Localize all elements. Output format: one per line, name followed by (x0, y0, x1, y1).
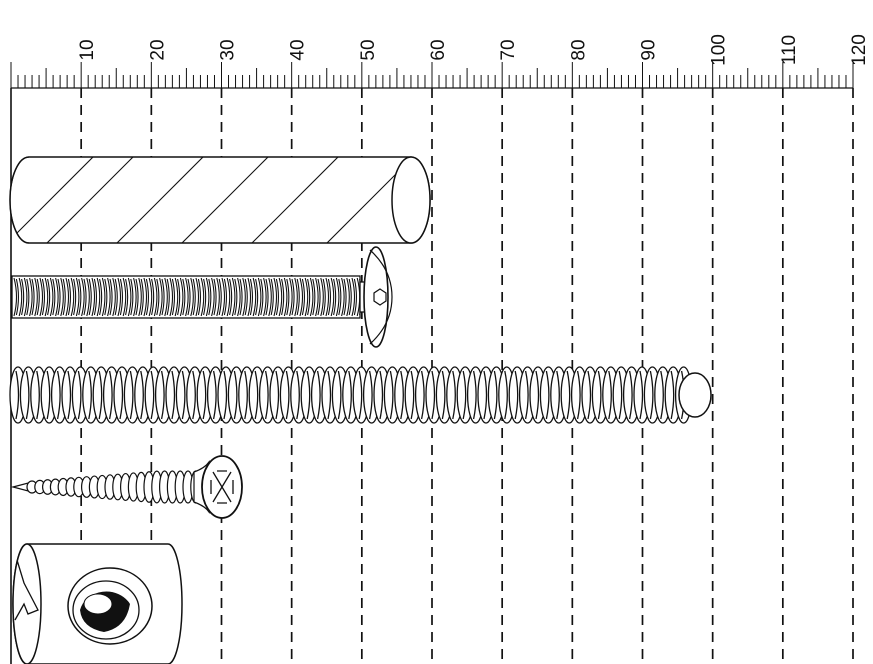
wooden-dowel-icon (9, 156, 431, 244)
ruler-label: 100 (709, 34, 730, 66)
ruler-label: 80 (568, 39, 589, 60)
ruler-label: 10 (77, 39, 98, 60)
ruler-label: 70 (498, 39, 519, 60)
ruler-ticks (10, 62, 854, 88)
ruler-label: 120 (849, 34, 870, 66)
ruler-label: 20 (147, 39, 168, 60)
ruler-label: 60 (428, 39, 449, 60)
ruler-label: 110 (779, 35, 800, 65)
ruler-label: 90 (639, 39, 660, 60)
ruler-label: 30 (218, 39, 239, 60)
wood-screw-icon (10, 455, 243, 519)
connector-bolt-icon (11, 246, 393, 348)
ruler-label: 50 (358, 39, 379, 60)
ruler-label: 40 (288, 39, 309, 60)
threaded-rod-icon (9, 366, 712, 424)
ruler: 10 20 30 40 50 60 70 80 90 100 110 120 (10, 34, 870, 664)
ruler-labels: 10 20 30 40 50 60 70 80 90 100 110 120 (77, 34, 870, 66)
barrel-nut-icon (12, 543, 183, 664)
